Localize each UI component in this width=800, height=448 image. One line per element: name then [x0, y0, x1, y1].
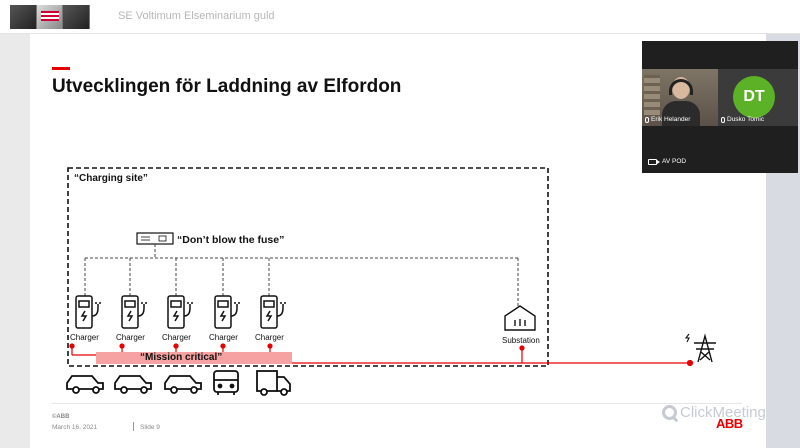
- fuse-label: “Don’t blow the fuse”: [177, 234, 285, 246]
- footer-date: March 16, 2021: [52, 424, 98, 431]
- transmission-tower-icon: [684, 333, 716, 363]
- avatar: DT: [733, 76, 775, 118]
- bus-icon: [213, 370, 239, 395]
- participant-video-erik[interactable]: [642, 69, 718, 126]
- charger-label: Charger: [162, 333, 191, 342]
- charger-label: Charger: [255, 333, 284, 342]
- substation-icon: [504, 305, 536, 331]
- title-accent-bar: [52, 67, 70, 70]
- charger-icon: [167, 295, 193, 329]
- participant-name: Erik Helander: [645, 116, 690, 123]
- footer-separator: [133, 422, 134, 431]
- camera-icon: [648, 158, 660, 165]
- meeting-title: SE Voltimum Elseminarium guld: [118, 10, 275, 22]
- car-icon: [114, 375, 152, 394]
- charger-icon: [75, 295, 101, 329]
- footer-copyright: ©ABB: [52, 414, 70, 420]
- mission-critical-highlight: [96, 352, 292, 364]
- footer-divider: [52, 403, 742, 404]
- fuse-box-icon: [136, 232, 174, 245]
- charger-icon: [214, 295, 240, 329]
- substation-label: Substation: [502, 336, 540, 345]
- participant-name: Dusko Tomic: [721, 116, 764, 123]
- room-label: AV POD: [662, 158, 687, 165]
- microphone-icon: [721, 116, 725, 123]
- car-icon: [66, 375, 104, 394]
- microphone-icon: [645, 116, 649, 123]
- meeting-logo: [10, 5, 90, 29]
- charger-label: Charger: [70, 333, 99, 342]
- abb-logo: ABB: [716, 416, 743, 431]
- charging-diagram: [66, 167, 716, 396]
- clickmeeting-watermark: ClickMeeting: [662, 404, 766, 421]
- room-label-row: AV POD: [648, 158, 686, 165]
- mission-critical-label: “Mission critical”: [140, 352, 223, 363]
- clickmeeting-logo-icon: [662, 405, 677, 420]
- footer-slide-number: Slide 9: [140, 424, 160, 431]
- charger-label: Charger: [209, 333, 238, 342]
- watermark-text: ClickMeeting: [680, 404, 766, 421]
- charger-icon: [121, 295, 147, 329]
- charging-site-boundary: [67, 167, 549, 367]
- charger-icon: [260, 295, 286, 329]
- car-icon: [164, 375, 202, 394]
- top-bar: SE Voltimum Elseminarium guld: [0, 0, 800, 34]
- truck-icon: [256, 370, 291, 396]
- left-margin: [0, 34, 30, 448]
- charging-site-label: “Charging site”: [74, 173, 148, 184]
- charger-label: Charger: [116, 333, 145, 342]
- slide-title: Utvecklingen för Laddning av Elfordon: [52, 76, 402, 97]
